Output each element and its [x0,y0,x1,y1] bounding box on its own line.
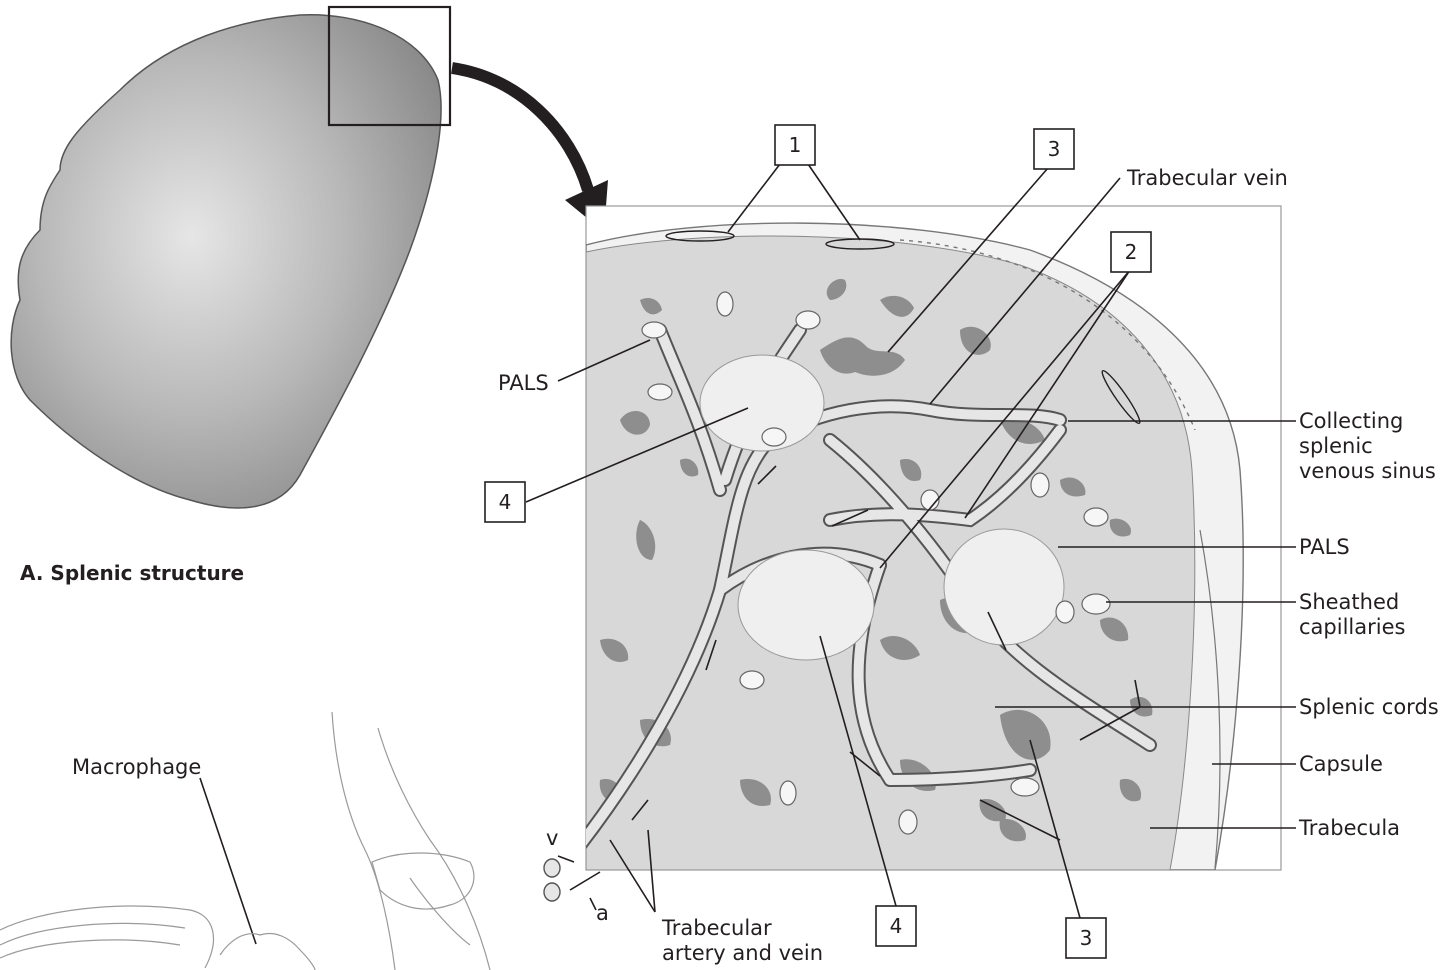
number-box-1: 1 [775,125,815,165]
label-pals-left: PALS [498,371,549,395]
spleen-organ [11,15,441,508]
label-trab-art-vein-2: artery and vein [662,941,823,965]
label-v: v [546,826,558,850]
zoom-arrow [452,68,588,190]
label-collecting-1: Collecting [1299,409,1403,433]
svg-text:3: 3 [1048,137,1061,161]
label-a: a [596,901,609,925]
label-trab-art-vein-1: Trabecular [661,916,772,940]
label-trabecular-vein: Trabecular vein [1126,166,1288,190]
magnified-section [548,223,1243,885]
label-sheathed-2: capillaries [1299,615,1405,639]
label-pals-right: PALS [1299,535,1350,559]
svg-text:4: 4 [890,914,903,938]
label-trabecula: Trabecula [1298,816,1400,840]
svg-text:4: 4 [499,490,512,514]
svg-text:2: 2 [1125,240,1138,264]
number-box-3-top: 3 [1034,129,1074,169]
svg-text:3: 3 [1080,926,1093,950]
number-box-4-left: 4 [485,482,525,522]
label-collecting-2: splenic [1299,434,1373,458]
label-collecting-3: venous sinus [1299,459,1436,483]
label-capsule: Capsule [1299,752,1383,776]
bottom-sketch [0,712,490,970]
vessel-stubs [544,859,560,901]
label-macrophage: Macrophage [72,755,201,779]
number-box-4-bottom: 4 [876,906,916,946]
number-box-3-bottom: 3 [1066,918,1106,958]
panel-title: A. Splenic structure [20,561,244,585]
label-sheathed-1: Sheathed [1299,590,1399,614]
svg-text:1: 1 [789,133,802,157]
label-splenic-cords: Splenic cords [1299,695,1439,719]
number-box-2: 2 [1111,232,1151,272]
